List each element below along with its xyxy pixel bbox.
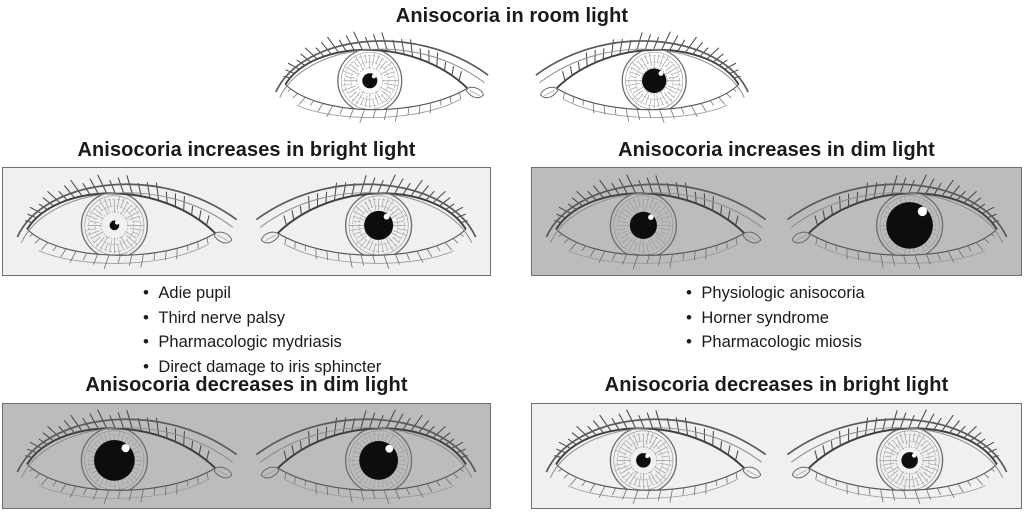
cause-item: Physiologic anisocoria (686, 281, 864, 306)
cause-item: Third nerve palsy (143, 306, 381, 331)
eye-box-decreases-bright (531, 403, 1022, 509)
cause-item: Direct damage to iris sphincter (143, 355, 381, 380)
eye-box-decreases-dim (2, 403, 491, 509)
cause-item: Horner syndrome (686, 306, 865, 331)
eye-illustration-right-eye (16, 174, 238, 269)
eye-illustration-left-eye (786, 409, 1008, 504)
panel-title-decreases-bright: Anisocoria decreases in bright light (604, 374, 949, 396)
eye-box-increases-bright (2, 167, 491, 276)
causes-list-increases-dim: Physiologic anisocoriaHorner syndromePha… (686, 281, 865, 355)
cause-item: Pharmacologic mydriasis (143, 330, 381, 355)
eye-illustration-right-eye (16, 409, 238, 504)
panel-title-increases-bright: Anisocoria increases in bright light (77, 139, 416, 161)
eye-illustration-left-eye (255, 174, 477, 269)
cause-item: Adie pupil (143, 281, 381, 306)
eye-illustration-right-eye (545, 409, 767, 504)
panel-title-room-light: Anisocoria in room light (395, 5, 629, 27)
eye-illustration-left-eye (786, 174, 1008, 269)
eye-box-increases-dim (531, 167, 1022, 276)
panel-title-increases-dim: Anisocoria increases in dim light (618, 139, 935, 161)
eye-illustration-left-eye (535, 31, 749, 123)
eye-illustration-right-eye (545, 174, 767, 269)
eye-illustration-left-eye (255, 409, 477, 504)
cause-item: Pharmacologic miosis (686, 330, 865, 355)
eyes-room-light (0, 30, 1024, 124)
panel-title-decreases-dim: Anisocoria decreases in dim light (85, 374, 408, 396)
causes-list-increases-bright: Adie pupilThird nerve palsyPharmacologic… (143, 281, 381, 379)
eye-illustration-right-eye (275, 31, 489, 123)
